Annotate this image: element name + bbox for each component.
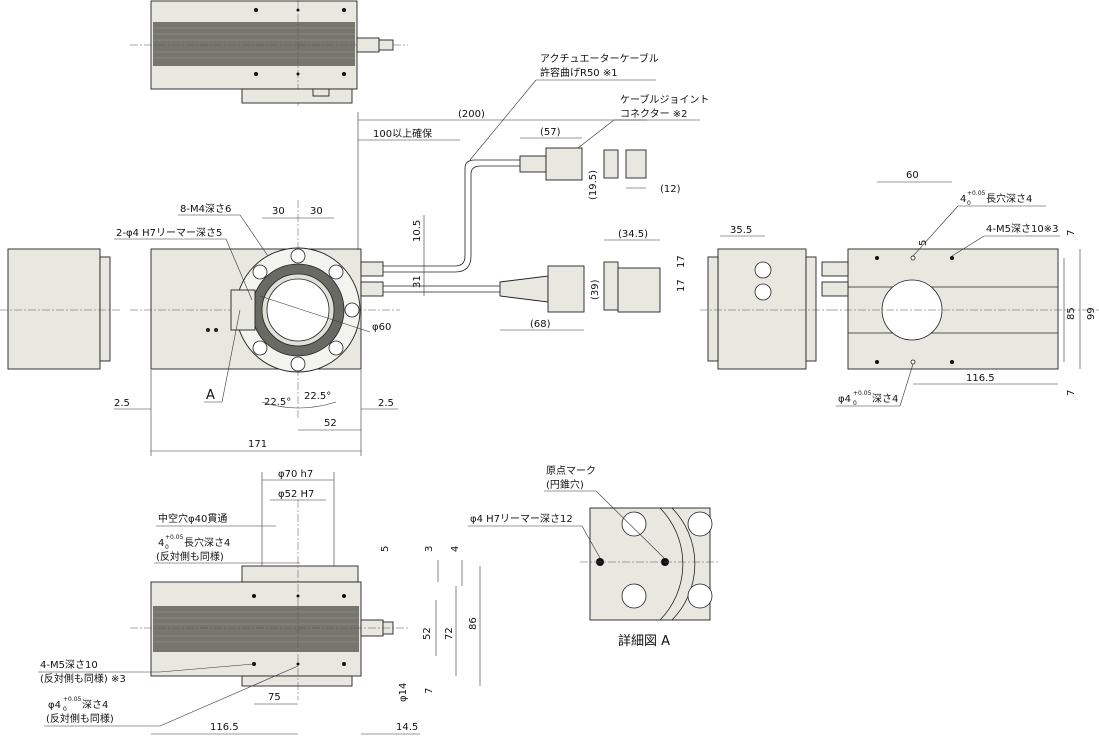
dim-86: 86 (468, 617, 479, 630)
dim-3b: 3 (424, 546, 435, 552)
dim-phi70: φ70 h7 (278, 469, 313, 480)
dim-7bb: 7 (424, 688, 435, 694)
phi4-b-tol: +0.05 (63, 696, 82, 703)
note-reamer: 2-φ4 H7リーマー深さ5 (116, 227, 222, 239)
dim-35-5: 35.5 (730, 225, 752, 236)
phi4-r-text: 深さ4 (872, 393, 898, 405)
phi4-r: φ4 (838, 394, 851, 405)
note-m5b-b: (反対側も同様) ※3 (40, 672, 126, 685)
slot-b-tol0: 0 (165, 544, 169, 551)
dim-10-5: 10.5 (412, 220, 423, 242)
dim-52b: 52 (422, 627, 433, 640)
bottom-dimensions: φ70 h7 φ52 H7 中空穴φ40貫通 4 +0.05 0 長穴深さ4 (… (38, 469, 481, 735)
detail-caption: 詳細図 A (618, 633, 670, 649)
cable-note-line2: 許容曲げR50 ※1 (540, 66, 618, 79)
dim-57: (57) (540, 127, 561, 138)
phi4-r-tol0: 0 (853, 400, 857, 407)
dim-116-5b: 116.5 (210, 722, 239, 733)
origin-mark-2: (円錐穴) (546, 478, 584, 491)
dim-99: 99 (1086, 307, 1097, 320)
slot-b-text: 長穴深さ4 (184, 536, 230, 549)
dim-4b: 4 (450, 546, 461, 552)
dim-52: 52 (324, 418, 337, 429)
front-view (0, 147, 661, 420)
dim-30b: 30 (310, 206, 323, 217)
note-m4: 8-M4深さ6 (180, 203, 231, 215)
dim-14-5: 14.5 (396, 722, 418, 733)
angle-22-5b: 22.5° (304, 391, 331, 402)
dim-100: 100以上確保 (373, 127, 432, 140)
note-m5: 4-M5深さ10※3 (986, 223, 1058, 235)
detail-ref-a: A (206, 388, 215, 403)
phi4-b-sub: (反対側も同様) (46, 712, 114, 725)
cable-notes: アクチュエーターケーブル 許容曲げR50 ※1 ケーブルジョイント コネクター … (469, 52, 709, 163)
slot-text: 長穴深さ4 (986, 192, 1032, 205)
dim-12: (12) (660, 184, 681, 195)
phi4-r-tol: +0.05 (853, 390, 872, 397)
dim-7b: 7 (1066, 390, 1077, 396)
dim-phi14: φ14 (398, 683, 409, 702)
dim-5b: 5 (380, 546, 391, 552)
dim-34-5: (34.5) (618, 229, 648, 240)
dim-72: 72 (444, 627, 455, 640)
phi4-b-tol0: 0 (63, 706, 67, 713)
angle-22-5a: 22.5° (264, 397, 291, 408)
dim-39: (39) (590, 279, 601, 300)
dim-17a: 17 (676, 255, 687, 268)
front-dimensions: (200) 100以上確保 (57) (19.5) (12) 10.5 31 (… (114, 109, 681, 456)
dim-60: 60 (906, 170, 919, 181)
joint-note-line2: コネクター ※2 (620, 108, 688, 120)
dim-31: 31 (412, 275, 423, 288)
note-hollow: 中空穴φ40貫通 (158, 512, 227, 525)
bottom-view (130, 500, 410, 700)
slot-b-tol: +0.05 (165, 534, 184, 541)
dim-phi60: φ60 (372, 322, 391, 333)
slot-b-sub: (反対側も同様) (156, 550, 224, 563)
note-m5b-a: 4-M5深さ10 (40, 659, 98, 671)
slot-b: 4 (158, 538, 164, 549)
slot-4: 4 (960, 194, 966, 205)
detail-a: 原点マーク (円錐穴) φ4 H7リーマー深さ12 詳細図 A (468, 465, 720, 649)
dim-7a: 7 (1066, 230, 1077, 236)
dim-2-5a: 2.5 (114, 398, 130, 409)
right-view (700, 248, 1099, 370)
dim-phi52: φ52 H7 (278, 489, 314, 500)
slot-tol: +0.05 (967, 190, 986, 197)
dim-5: 5 (918, 240, 929, 246)
right-dimensions: 60 35.5 17 17 4 +0.05 0 長穴深さ4 5 4-M5深さ10… (676, 170, 1097, 407)
dim-2-5b: 2.5 (378, 398, 394, 409)
cable-note-line1: アクチュエーターケーブル (540, 52, 659, 65)
origin-mark-1: 原点マーク (546, 465, 596, 477)
phi4-b-text: 深さ4 (82, 699, 108, 711)
dim-17b: 17 (676, 279, 687, 292)
dim-171: 171 (248, 439, 267, 450)
phi4-b: φ4 (48, 700, 61, 711)
slot-tol0: 0 (967, 200, 971, 207)
dim-75: 75 (268, 692, 281, 703)
dim-19-5: (19.5) (588, 170, 599, 200)
dim-30a: 30 (272, 206, 285, 217)
dim-200: (200) (458, 109, 485, 120)
detail-reamer: φ4 H7リーマー深さ12 (470, 513, 573, 525)
dim-85: 85 (1066, 307, 1077, 320)
joint-note-line1: ケーブルジョイント (620, 93, 709, 106)
dim-116-5r: 116.5 (966, 373, 995, 384)
top-view (130, 0, 408, 108)
dim-68: (68) (530, 319, 551, 330)
